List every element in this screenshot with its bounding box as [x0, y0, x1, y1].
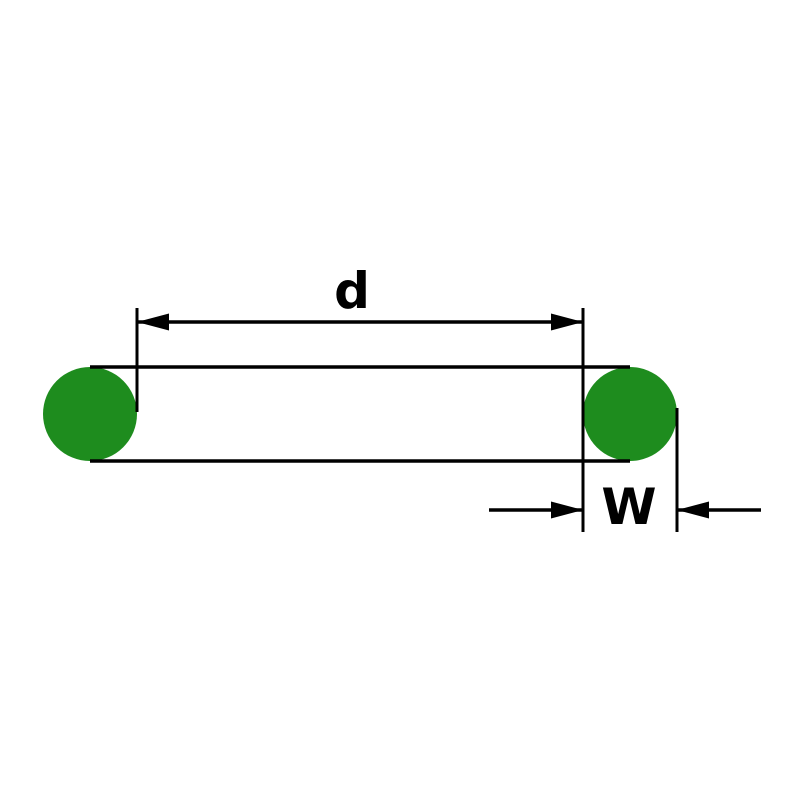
label-cross-section-w: W — [601, 478, 656, 536]
label-inner-diameter-d: d — [334, 262, 370, 320]
arrowhead-w-right — [677, 501, 709, 519]
arrowhead-d-right — [551, 313, 583, 331]
oring-cross-section-left — [43, 367, 137, 461]
arrowhead-d-left — [137, 313, 169, 331]
oring-cross-section-right — [583, 367, 677, 461]
arrowhead-w-left — [551, 501, 583, 519]
